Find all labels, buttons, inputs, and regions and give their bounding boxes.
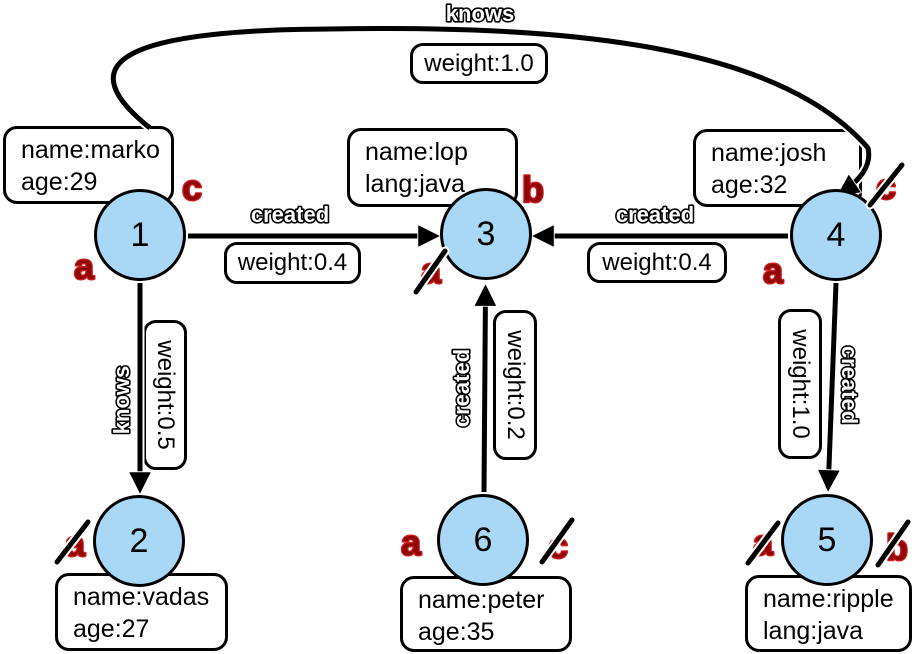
edge-created-4-5 [828,282,841,487]
property-name: name:peter [418,586,545,614]
property-name: name:marko [21,136,160,164]
strike-line-a-vertex-5 [743,518,783,568]
vertex-2: 2 [93,495,185,587]
vertex-1-id: 1 [130,215,150,254]
property-age: age:27 [73,615,150,643]
strike-line-c-vertex-6 [537,515,577,567]
strike-line-c-vertex-4 [865,160,907,210]
edge-label-created-6-3: created [449,349,474,427]
strike-line-a-vertex-2 [52,517,93,567]
vertex-5-id: 5 [817,520,837,559]
edge-knows-1-4 [108,24,874,193]
properties-box-peter: name:peter age:35 [400,576,572,652]
property-name: name:josh [711,139,827,167]
weight-box-created-1-3: weight:0.4 [224,242,361,284]
step-label-a-vertex-4: a [763,250,784,291]
strike-line-a-vertex-3 [411,246,450,297]
property-name: name:ripple [763,585,894,613]
property-age: age:32 [711,171,788,199]
property-age: age:29 [21,168,98,196]
step-label-c-vertex-1: c [182,167,202,208]
strike-line-b-vertex-5 [873,517,913,570]
vertex-2-id: 2 [129,521,149,560]
weight-box-created-4-3: weight:0.4 [587,242,727,283]
vertex-1: 1 [94,189,186,281]
properties-box-ripple: name:ripple lang:java [745,575,912,652]
properties-box-josh: name:josh age:32 [693,129,862,207]
edge-created-6-3 [484,289,486,493]
vertex-4-id: 4 [826,215,846,254]
property-name: name:lop [365,138,468,166]
weight-box-knows-1-4: weight:1.0 [410,43,548,84]
edge-label-created-4-3: created [616,202,694,227]
edge-label-knows-1-4: knows [446,1,514,26]
vertex-3-id: 3 [476,214,496,253]
properties-box-marko: name:marko age:29 [3,126,174,204]
property-name: name:vadas [73,583,210,611]
property-age: age:35 [418,618,495,646]
edge-label-created-4-5: created [837,346,862,424]
step-label-b-vertex-3: b [522,169,544,210]
step-label-a-vertex-1: a [74,246,95,287]
step-label-a-vertex-6: a [401,522,422,563]
vertex-6: 6 [437,494,529,586]
vertex-6-id: 6 [473,520,493,559]
edge-label-created-1-3: created [251,202,329,227]
edge-label-knows-1-2: knows [109,366,134,434]
property-lang: lang:java [365,170,466,198]
property-lang: lang:java [763,617,864,645]
vertex-5: 5 [781,494,873,586]
